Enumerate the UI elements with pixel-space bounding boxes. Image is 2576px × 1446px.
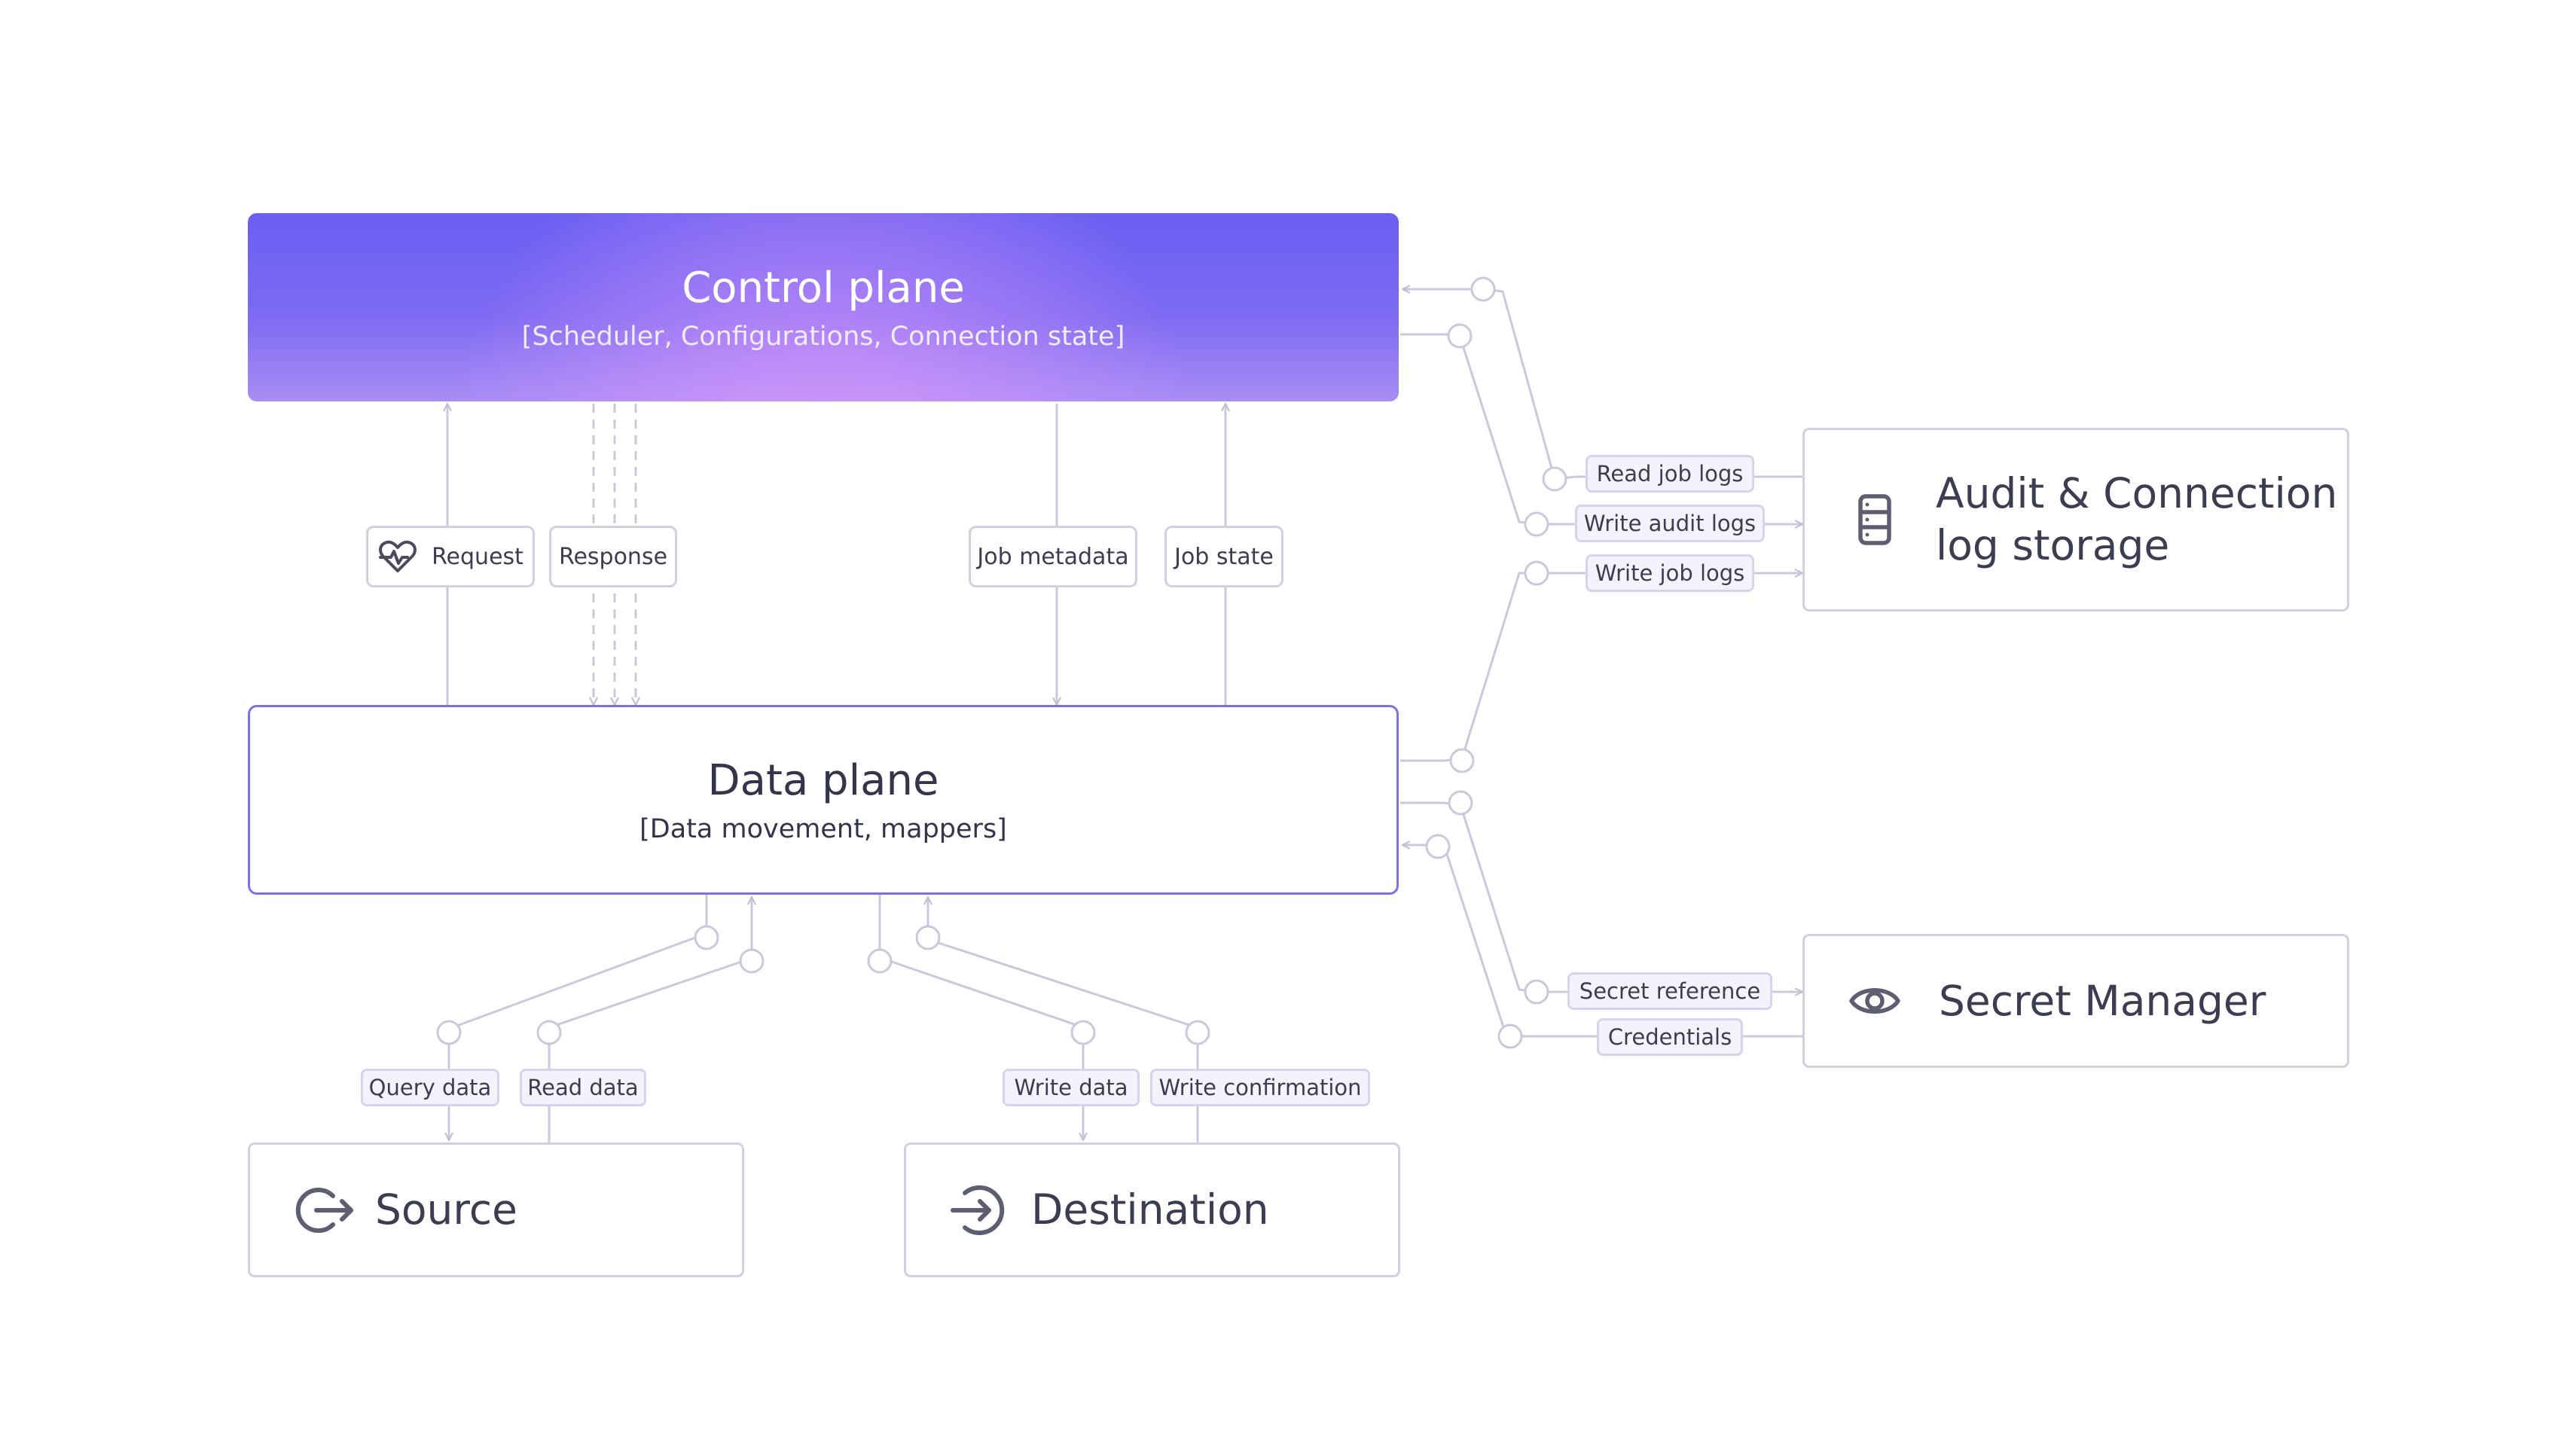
control-plane-subtitle: [Scheduler, Configurations, Connection s… [521, 321, 1125, 352]
audit-log-storage-node: Audit & Connection log storage [1802, 428, 2349, 612]
credentials-connector [1402, 845, 1802, 1038]
data-plane-title: Data plane [707, 756, 939, 806]
write-data-label: Write data [1003, 1069, 1140, 1106]
destination-label: Destination [1031, 1185, 1269, 1234]
junction-node [1447, 323, 1473, 349]
secret-manager-label: Secret Manager [1939, 976, 2266, 1025]
junction-node [1470, 276, 1496, 302]
control-plane: Control plane [Scheduler, Configurations… [248, 213, 1399, 401]
request-label: Request [366, 526, 535, 587]
junction-node [1524, 979, 1549, 1005]
read-data-label: Read data [520, 1069, 646, 1106]
junction-node [436, 1020, 462, 1045]
write-confirmation-label: Write confirmation [1150, 1069, 1370, 1106]
heartbeat-icon [379, 540, 417, 572]
junction-node [1524, 511, 1549, 537]
source-label: Source [375, 1185, 517, 1234]
junction-node [1524, 560, 1549, 586]
write-job-logs-connector [1400, 573, 1802, 762]
secret-manager-node: Secret Manager [1802, 934, 2349, 1068]
junction-node [1542, 466, 1567, 492]
write-audit-logs-label: Write audit logs [1575, 505, 1765, 542]
junction-node [694, 925, 719, 950]
response-label: Response [549, 526, 677, 587]
junction-node [915, 925, 941, 950]
audit-log-storage-line1: Audit & Connection [1936, 469, 2338, 518]
junction-node [1425, 834, 1451, 859]
destination-node: Destination [904, 1142, 1400, 1277]
read-job-logs-label: Read job logs [1586, 455, 1754, 493]
junction-node [1448, 790, 1473, 816]
junction-node [867, 948, 893, 974]
audit-log-storage-label: Audit & Connection log storage [1936, 468, 2337, 572]
control-plane-title: Control plane [682, 264, 965, 313]
read-data-connector [548, 897, 752, 1142]
write-data-connector [878, 895, 1083, 1140]
data-plane: Data plane [Data movement, mappers] [248, 705, 1399, 895]
secret-reference-label: Secret reference [1567, 972, 1772, 1010]
source-node: Source [248, 1142, 744, 1277]
write-audit-logs-connector [1400, 333, 1802, 524]
job-state-label: Job state [1164, 526, 1283, 587]
enter-arrow-icon [951, 1185, 1005, 1235]
credentials-label: Credentials [1597, 1018, 1743, 1056]
data-plane-subtitle: [Data movement, mappers] [639, 813, 1007, 844]
audit-log-storage-line2: log storage [1936, 521, 2170, 569]
read-job-logs-connector [1402, 289, 1802, 480]
junction-node [1070, 1020, 1096, 1045]
write-job-logs-label: Write job logs [1586, 554, 1754, 592]
junction-node [536, 1020, 562, 1045]
job-metadata-label: Job metadata [969, 526, 1137, 587]
junction-node [1449, 748, 1475, 773]
request-label-text: Request [432, 543, 523, 570]
server-stack-icon [1858, 494, 1891, 545]
junction-node [1185, 1020, 1210, 1045]
exit-arrow-icon [295, 1187, 353, 1233]
query-data-label: Query data [361, 1069, 499, 1106]
junction-node [1497, 1023, 1523, 1049]
junction-node [739, 948, 765, 974]
eye-icon [1849, 988, 1900, 1014]
